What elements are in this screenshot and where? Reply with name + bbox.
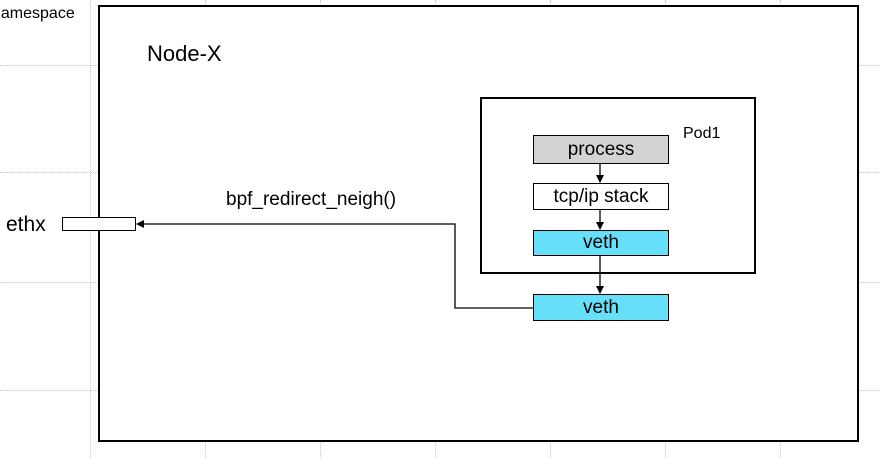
iface-label: ethx [6, 213, 46, 236]
host-veth-text: veth [583, 296, 619, 318]
redirect-label: bpf_redirect_neigh() [226, 189, 397, 210]
pod-veth-block: veth [533, 230, 669, 256]
pod-label: Pod1 [683, 125, 721, 142]
pod-veth-text: veth [583, 232, 619, 253]
node-label: Node-X [147, 41, 222, 66]
process-text: process [567, 138, 635, 160]
process-block: process [533, 135, 669, 164]
namespace-label: namespace [0, 5, 75, 22]
tcpip-stack-block: tcp/ip stack [533, 183, 669, 210]
tcpip-text: tcp/ip stack [553, 185, 649, 207]
ethx-port [62, 217, 136, 231]
host-veth-block: veth [533, 294, 669, 321]
arrow-redirect-to-ethx [136, 220, 533, 309]
